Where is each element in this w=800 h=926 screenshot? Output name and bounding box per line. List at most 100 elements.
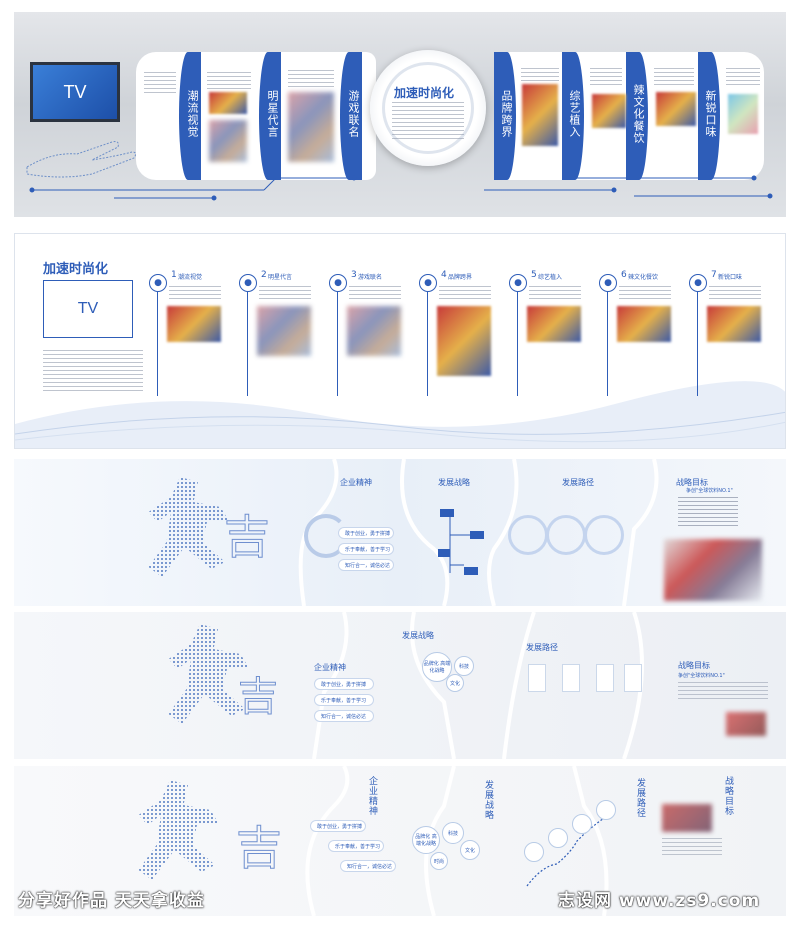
- right-item-1-text: [521, 68, 559, 82]
- panel4-dividers: [312, 612, 644, 759]
- brand-char: 吉: [224, 510, 271, 565]
- right-item-3-text: [654, 68, 694, 88]
- timeline-step-7-number: 7: [711, 270, 717, 280]
- timeline-step-7-image: [707, 306, 761, 342]
- timeline-step-4-line: [427, 292, 428, 396]
- circuit-lines: [29, 175, 773, 201]
- left-item-2-label: 明星代言: [266, 90, 279, 138]
- brand-char-2: 吉: [238, 674, 279, 721]
- timeline-step-7-icon: ●: [689, 274, 707, 292]
- p5-sec-path: 发展路径: [635, 778, 645, 818]
- center-title: 加速时尚化: [394, 86, 455, 100]
- timeline-step-3-icon: ●: [329, 274, 347, 292]
- p5-bubble-4: 时尚: [430, 852, 448, 870]
- timeline-step-5-text: [529, 286, 581, 302]
- timeline-step-2-image: [257, 306, 311, 356]
- right-item-4-label: 新锐口味: [704, 90, 717, 138]
- timeline-step-3-label: 游戏联名: [358, 274, 383, 281]
- p4-bubble-1: 品牌化 高端化战略: [422, 652, 452, 682]
- timeline-step-2-number: 2: [261, 270, 267, 280]
- left-strip-2: [259, 52, 281, 180]
- panel2-title: 加速时尚化: [43, 262, 109, 277]
- timeline-step-6-number: 6: [621, 270, 627, 280]
- white-band-left: [136, 52, 376, 180]
- p3-strategy-tree: [449, 509, 470, 573]
- p3-pill-3: 知行合一，诚信必达: [338, 559, 394, 571]
- p5-bubble-1: 品牌化 高端化战略: [412, 826, 440, 854]
- right-strip-4: [698, 52, 720, 180]
- right-item-2-image: [592, 94, 626, 128]
- timeline-step-1-number: 1: [171, 270, 177, 280]
- p3-pill-1: 敢于创业，勇于拼搏: [338, 527, 394, 539]
- p4-goal-desc: [678, 682, 768, 700]
- left-strip-3: [340, 52, 362, 180]
- p5-sec-goal: 战略目标: [723, 776, 733, 816]
- right-item-4-text: [726, 68, 760, 88]
- panel2-intro-text: [43, 350, 143, 394]
- timeline-step-4-text: [439, 286, 491, 302]
- timeline-step-5-number: 5: [531, 270, 537, 280]
- timeline-step-7-line: [697, 292, 698, 396]
- timeline-step-6-text: [619, 286, 671, 302]
- left-strip-1: [179, 52, 201, 180]
- brand-char-3: 吉: [236, 821, 283, 876]
- p4-path-step-2: [562, 664, 580, 692]
- p5-path-node-1: [524, 842, 544, 862]
- timeline-step-7-text: [709, 286, 761, 302]
- p4-goal-text: 争创"全球饮料NO.1": [678, 673, 725, 679]
- timeline-step-3-line: [337, 292, 338, 396]
- timeline-step-4-image: [437, 306, 491, 376]
- p3-path-circle-1: [508, 515, 548, 555]
- p3-strategy-box-3: [438, 549, 450, 557]
- center-text: [392, 102, 464, 142]
- p4-path-step-3: [596, 664, 614, 692]
- p4-sec-path: 发展路径: [526, 643, 558, 652]
- p3-goal-photo: [664, 539, 762, 601]
- timeline-step-2-icon: ●: [239, 274, 257, 292]
- timeline-step-1-image: [167, 306, 221, 342]
- timeline-step-7-label: 新锐口味: [718, 274, 743, 281]
- hand-icon: [26, 141, 137, 178]
- p5-path-node-4: [596, 800, 616, 820]
- tv-screen: TV: [30, 62, 120, 122]
- p3-sec-path: 发展路径: [562, 478, 594, 487]
- p5-sec-spirit: 企业精神: [367, 776, 377, 816]
- right-strip-2: [562, 52, 584, 180]
- p4-sec-spirit: 企业精神: [314, 663, 346, 672]
- timeline-step-2-text: [259, 286, 311, 302]
- left-item-3-photo: [288, 92, 334, 162]
- p3-goal-text: 争创"全球饮料NO.1": [686, 488, 733, 494]
- right-item-3-label: 辣文化餐饮: [632, 84, 645, 144]
- panel-culture-1: 吉 企业精神 发展战略 发展路径 战略目标 敢于创业，勇于拼搏 乐于奉献，善于学…: [14, 459, 786, 606]
- timeline-step-1-icon: ●: [149, 274, 167, 292]
- p3-strategy-box-1: [440, 509, 454, 517]
- p4-bubble-2: 科技: [454, 656, 474, 676]
- timeline-step-4-icon: ●: [419, 274, 437, 292]
- right-item-2-label: 综艺植入: [568, 90, 581, 138]
- p4-path-step-4: [624, 664, 642, 692]
- timeline-step-5-image: [527, 306, 581, 342]
- p4-pill-1: 敢于创业，勇于拼搏: [314, 678, 374, 690]
- panel2-tv-label: TV: [77, 300, 99, 317]
- timeline-step-4-number: 4: [441, 270, 447, 280]
- panel2-tv-screen: TV: [43, 280, 133, 338]
- p4-sec-strategy: 发展战略: [402, 631, 434, 640]
- right-item-4-image: [728, 94, 758, 134]
- p4-pill-2: 乐于奉献，善于学习: [314, 694, 374, 706]
- timeline-step-1-text: [169, 286, 221, 302]
- timeline-step-3-image: [347, 306, 401, 356]
- timeline-step-2-line: [247, 292, 248, 396]
- timeline-step-6-line: [607, 292, 608, 396]
- p3-spirit-arc: [304, 514, 348, 558]
- p4-path-step-1: [528, 664, 546, 692]
- wave-decoration: [15, 381, 785, 448]
- timeline-step-5-label: 综艺植入: [538, 274, 563, 281]
- timeline-step-4-label: 品牌跨界: [448, 274, 473, 281]
- p5-bubble-3: 文化: [460, 840, 480, 860]
- p5-pill-3: 知行合一，诚信必达: [340, 860, 396, 872]
- p3-sec-spirit: 企业精神: [340, 478, 372, 487]
- p4-pill-3: 知行合一，诚信必达: [314, 710, 374, 722]
- timeline-step-2-label: 明星代言: [268, 274, 293, 281]
- timeline-step-1-label: 潮流视觉: [178, 274, 203, 281]
